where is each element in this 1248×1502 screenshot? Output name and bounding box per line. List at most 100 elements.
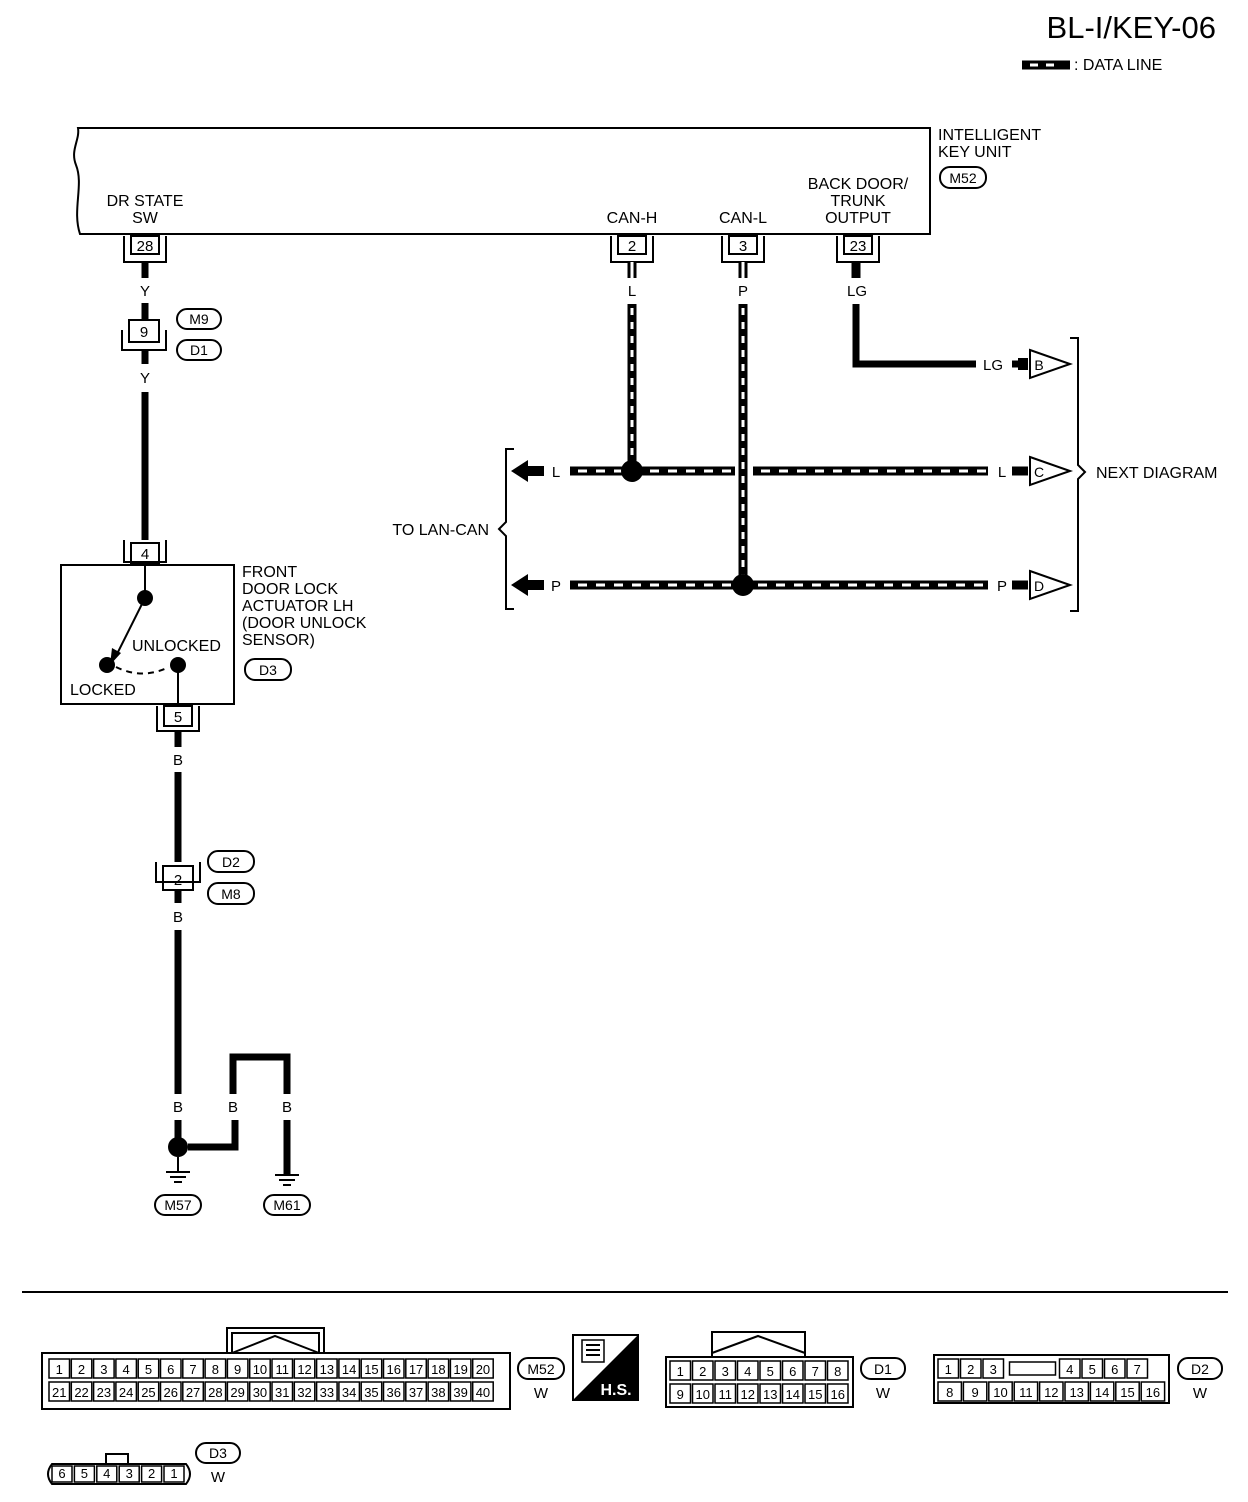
svg-text:5: 5 xyxy=(174,709,182,726)
d1-color: W xyxy=(876,1385,891,1402)
d1-pin-6: 6 xyxy=(789,1364,796,1379)
arrow-b-label: B xyxy=(1034,357,1043,373)
d1-pin-16: 16 xyxy=(831,1387,845,1402)
wire-label-b-2: B xyxy=(173,909,183,926)
m52-pin-1: 1 xyxy=(56,1362,63,1377)
m52-pin-29: 29 xyxy=(230,1385,244,1400)
svg-text:2: 2 xyxy=(174,872,182,889)
actuator-name-5: SENSOR) xyxy=(242,632,315,649)
key-unit-connector: M52 xyxy=(949,170,976,186)
d1-pin-12: 12 xyxy=(741,1387,755,1402)
svg-text:23: 23 xyxy=(850,238,867,255)
m52-pin-34: 34 xyxy=(342,1385,356,1400)
svg-text:4: 4 xyxy=(141,546,149,563)
d1-pin-1: 1 xyxy=(677,1364,684,1379)
d3-pin-6: 6 xyxy=(58,1466,65,1481)
m52-pin-28: 28 xyxy=(208,1385,222,1400)
pin-label-trunk: TRUNK xyxy=(830,193,885,210)
arrow-c-label: C xyxy=(1034,464,1044,480)
m52-pin-27: 27 xyxy=(186,1385,200,1400)
d2-pin-10: 10 xyxy=(993,1385,1007,1400)
can-section: L P L P TO LAN-CAN LG LG L P xyxy=(392,262,1218,612)
unlocked-label: UNLOCKED xyxy=(132,638,221,655)
svg-text:M8: M8 xyxy=(221,886,241,902)
pin-3: 3 xyxy=(721,235,765,263)
m52-pin-35: 35 xyxy=(364,1385,378,1400)
pin-label-dr-state: DR STATE xyxy=(107,193,184,210)
svg-text:28: 28 xyxy=(137,238,154,255)
d1-pin-10: 10 xyxy=(696,1387,710,1402)
d2-pin-13: 13 xyxy=(1069,1385,1083,1400)
m52-pin-5: 5 xyxy=(145,1362,152,1377)
d2-pin-4: 4 xyxy=(1066,1362,1073,1377)
m52-pin-26: 26 xyxy=(164,1385,178,1400)
joint-m9-d1: 9 M9 D1 xyxy=(121,308,222,361)
m52-pin-4: 4 xyxy=(123,1362,130,1377)
right-lg-label: LG xyxy=(983,357,1003,374)
m52-pin-32: 32 xyxy=(297,1385,311,1400)
m52-pin-38: 38 xyxy=(431,1385,445,1400)
d2-id: D2 xyxy=(1191,1361,1209,1377)
m52-pin-40: 40 xyxy=(476,1385,490,1400)
d2-pin-9: 9 xyxy=(971,1385,978,1400)
m52-pin-11: 11 xyxy=(276,1362,290,1377)
d2-pin-2: 2 xyxy=(967,1362,974,1377)
page-id: BL-I/KEY-06 xyxy=(1047,10,1216,45)
hs-icon: H.S. xyxy=(572,1334,639,1401)
m52-pin-2: 2 xyxy=(78,1362,85,1377)
m52-pin-37: 37 xyxy=(409,1385,423,1400)
d1-pin-4: 4 xyxy=(744,1364,751,1379)
wire-label-l-top: L xyxy=(628,283,636,300)
d2-pin-12: 12 xyxy=(1044,1385,1058,1400)
wire-label-p-top: P xyxy=(738,283,748,300)
d1-pin-3: 3 xyxy=(722,1364,729,1379)
m52-pin-19: 19 xyxy=(453,1362,467,1377)
wire-label-y-2: Y xyxy=(140,370,150,387)
wire-label-b-5: B xyxy=(282,1099,292,1116)
m52-pin-17: 17 xyxy=(409,1362,423,1377)
d2-pin-15: 15 xyxy=(1120,1385,1134,1400)
actuator-name-3: ACTUATOR LH xyxy=(242,598,353,615)
joint-d2-m8: 2 D2 M8 xyxy=(155,850,255,905)
svg-text:3: 3 xyxy=(739,238,747,255)
svg-text:D2: D2 xyxy=(222,854,240,870)
key-unit-name-line2: KEY UNIT xyxy=(938,144,1012,161)
d2-pin-1: 1 xyxy=(945,1362,952,1377)
m52-pin-13: 13 xyxy=(320,1362,334,1377)
d3-pin-2: 2 xyxy=(148,1466,155,1481)
m52-pin-18: 18 xyxy=(431,1362,445,1377)
m52-pin-36: 36 xyxy=(387,1385,401,1400)
d2-pin-16: 16 xyxy=(1146,1385,1160,1400)
m52-pin-7: 7 xyxy=(189,1362,196,1377)
wire-label-lg-top: LG xyxy=(847,283,867,300)
d1-pin-5: 5 xyxy=(767,1364,774,1379)
to-lan-can-label: TO LAN-CAN xyxy=(392,522,489,539)
d3-pin-3: 3 xyxy=(126,1466,133,1481)
d1-pin-2: 2 xyxy=(699,1364,706,1379)
locked-label: LOCKED xyxy=(70,682,136,699)
pin-label-output: OUTPUT xyxy=(825,210,891,227)
d1-pin-8: 8 xyxy=(834,1364,841,1379)
d1-pin-9: 9 xyxy=(677,1387,684,1402)
svg-text:9: 9 xyxy=(140,324,148,341)
pin-label-can-h: CAN-H xyxy=(607,210,658,227)
wire-label-b-4: B xyxy=(228,1099,238,1116)
actuator-connector: D3 xyxy=(259,662,277,678)
pin-28: 28 xyxy=(123,235,167,263)
d3-id: D3 xyxy=(209,1445,227,1461)
d1-pin-7: 7 xyxy=(812,1364,819,1379)
m52-pin-21: 21 xyxy=(52,1385,66,1400)
svg-text:D1: D1 xyxy=(190,342,208,358)
m52-pin-24: 24 xyxy=(119,1385,133,1400)
d2-pin-8: 8 xyxy=(946,1385,953,1400)
pin-label-dr-state-sw: SW xyxy=(132,210,159,227)
svg-text:M9: M9 xyxy=(189,311,209,327)
door-lock-actuator: 4 UNLOCKED LOCKED FRONT DOOR LOCK ACTUAT… xyxy=(60,540,367,732)
m52-pin-10: 10 xyxy=(253,1362,267,1377)
hs-label: H.S. xyxy=(600,1382,631,1399)
m52-pin-16: 16 xyxy=(387,1362,401,1377)
m52-pin-31: 31 xyxy=(275,1385,289,1400)
m52-pin-9: 9 xyxy=(234,1362,241,1377)
